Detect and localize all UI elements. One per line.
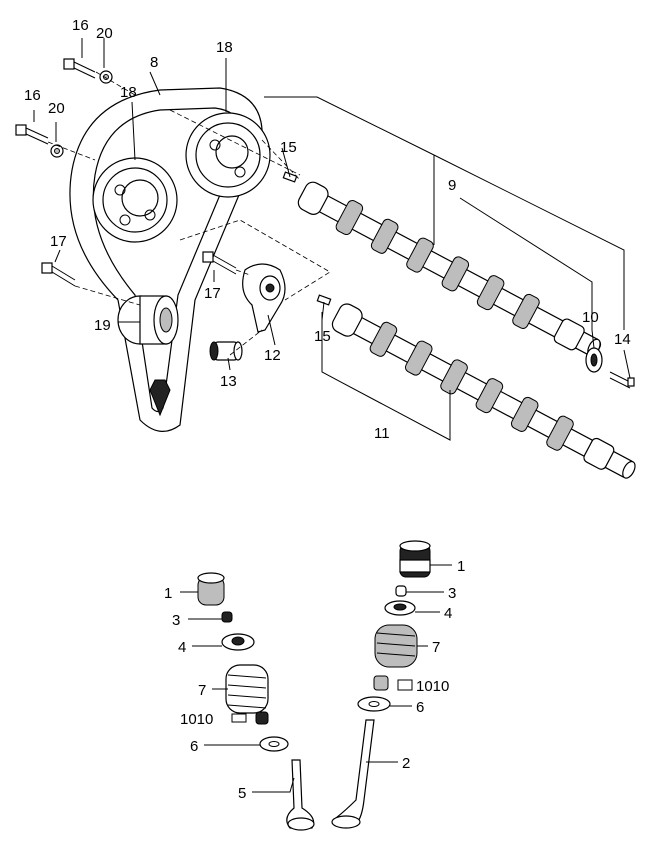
camshaft-sprocket-right (185, 112, 271, 198)
bolt-17-left (41, 262, 76, 287)
bolt-14 (609, 371, 635, 389)
label-shim-left-3: 3 (172, 612, 180, 629)
part-labels: 16 20 8 18 18 16 20 15 9 17 17 19 12 15 … (24, 17, 631, 802)
valve-seat-left (259, 736, 289, 752)
valve-leader-lines (180, 564, 452, 793)
label-belt-8: 8 (150, 54, 158, 71)
valve-shim-left (221, 611, 233, 623)
label-keeper-right-1010: 1010 (416, 678, 449, 695)
dowel-pin-lower (316, 294, 332, 306)
label-valve-2: 2 (402, 755, 410, 772)
label-seat-left-6: 6 (190, 738, 198, 755)
valve-lifter-left (197, 572, 225, 606)
label-retainer-left-4: 4 (178, 639, 186, 656)
valve-right (331, 719, 375, 829)
belt-tensioner (242, 263, 286, 333)
label-shim-right-3: 3 (448, 585, 456, 602)
camshaft-lower (331, 303, 636, 479)
label-seat-right-6: 6 (416, 699, 424, 716)
label-lifter-left-1: 1 (164, 585, 172, 602)
leader-lines (33, 38, 631, 441)
bolt-17-mid (202, 251, 237, 275)
label-pin-upper-15: 15 (280, 139, 297, 156)
valve-shim-right (395, 585, 407, 597)
label-washer-left-20: 20 (48, 100, 65, 117)
label-spring-right-7: 7 (432, 639, 440, 656)
label-bushing-13: 13 (220, 373, 237, 390)
valve-keeper-right (373, 675, 413, 691)
spring-retainer-right (384, 600, 416, 616)
label-bolt-17-left: 17 (50, 233, 67, 250)
label-sprocket-right-18: 18 (216, 39, 233, 56)
label-bolt-top-16: 16 (72, 17, 89, 34)
label-valve-5: 5 (238, 785, 246, 802)
label-lifter-right-1: 1 (457, 558, 465, 575)
valve-spring-right (374, 624, 418, 668)
label-keeper-left-1010: 1010 (180, 711, 213, 728)
camshaft-upper (297, 181, 602, 357)
valve-lifter-right (399, 540, 431, 578)
bolt-16-top (63, 58, 96, 79)
camshaft-seal (585, 347, 603, 373)
valve-keeper-left (231, 711, 269, 725)
idler-pulley (117, 295, 179, 345)
washer-20-left (50, 144, 64, 158)
label-pin-lower-15: 15 (314, 328, 331, 345)
label-camshaft-9: 9 (448, 177, 456, 194)
label-idler-19: 19 (94, 317, 111, 334)
label-retainer-right-4: 4 (444, 605, 452, 622)
valve-seat-right (357, 696, 391, 712)
spring-retainer-left (221, 633, 255, 651)
camshaft-sprocket-left (92, 157, 178, 243)
label-tensioner-12: 12 (264, 347, 281, 364)
tensioner-bushing (209, 341, 243, 361)
assembly-guide-lines (47, 71, 331, 356)
bolt-16-left (15, 124, 49, 145)
valve-spring-left (225, 664, 269, 714)
label-bolt-14: 14 (614, 331, 631, 348)
label-sprocket-left-18: 18 (120, 84, 137, 101)
label-spring-left-7: 7 (198, 682, 206, 699)
label-camshaft-11: 11 (374, 425, 390, 442)
washer-20-top (99, 70, 113, 84)
label-washer-top-20: 20 (96, 25, 113, 42)
label-bolt-left-16: 16 (24, 87, 41, 104)
label-bolt-17-mid: 17 (204, 285, 221, 302)
valve-left (286, 759, 315, 831)
label-seal-10: 10 (582, 309, 599, 326)
